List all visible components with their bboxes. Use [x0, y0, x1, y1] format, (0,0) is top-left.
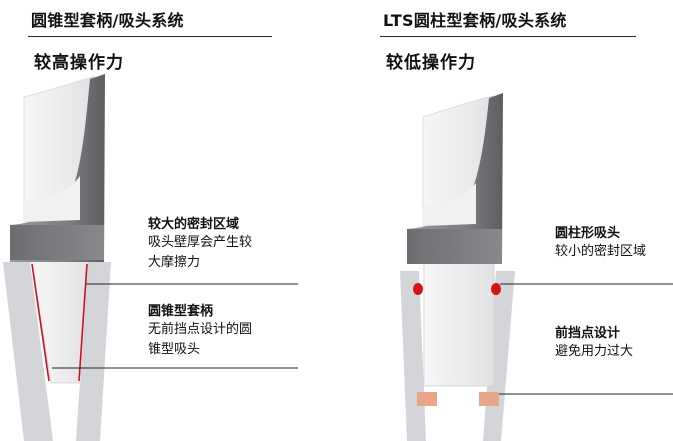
right-shank-ridge [407, 93, 503, 264]
left-subtitle: 较高操作力 [34, 53, 124, 73]
right-tip-left-wall [400, 271, 426, 441]
right-callout-2-heading: 前挡点设计 [555, 326, 621, 341]
right-pipette [400, 93, 515, 441]
right-callout-2-line-1: 避免用力过大 [555, 344, 634, 359]
left-seal-line-left [31, 263, 50, 382]
right-subtitle: 较低操作力 [386, 53, 476, 73]
left-tip-left-wall [3, 262, 53, 441]
left-shank-collar [10, 225, 104, 260]
left-pipette [3, 74, 111, 441]
left-seal-line-right [78, 263, 88, 382]
right-shank-collar [407, 229, 502, 264]
right-shank-nose [423, 261, 495, 387]
right-shank-collar-light [423, 183, 476, 226]
left-callout-2-heading: 圆锥型套柄 [148, 304, 214, 319]
right-title-rule [380, 36, 636, 37]
right-stop-pad-left [417, 392, 437, 406]
right-seal-dot-left [413, 283, 423, 295]
right-callout-1-heading: 圆柱形吸头 [555, 226, 621, 241]
left-callout-1-line-1: 吸头壁厚会产生较 [148, 235, 253, 250]
left-title: 圆锥型套柄/吸头系统 [31, 11, 184, 30]
left-callout-1-heading: 较大的密封区域 [148, 217, 240, 232]
left-shank-collar-light [24, 176, 80, 222]
left-tip-right-wall [76, 262, 111, 441]
right-seal-dot-right [491, 283, 501, 295]
left-shank-ridge [10, 74, 105, 262]
left-callout-1-line-2: 大摩擦力 [148, 255, 201, 270]
left-title-rule [28, 36, 272, 37]
left-callout-2-line-1: 无前挡点设计的圆 [148, 322, 253, 337]
right-title: LTS圆柱型套柄/吸头系统 [383, 11, 567, 30]
right-callout-1-line-1: 较小的密封区域 [555, 244, 647, 259]
left-callout-2-line-2: 锥型吸头 [148, 342, 201, 357]
right-stop-pad-right [479, 392, 499, 406]
